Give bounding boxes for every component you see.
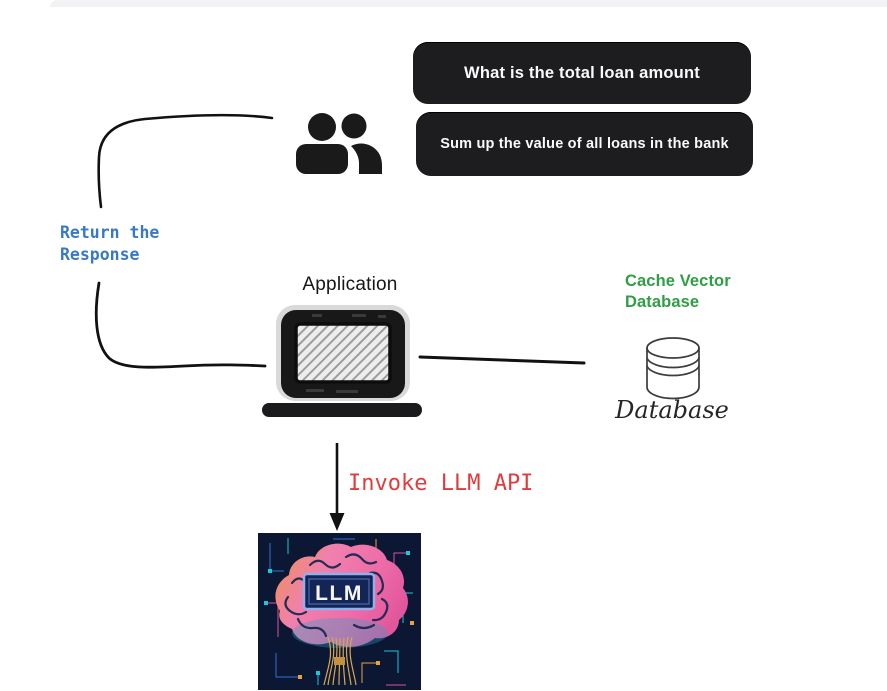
invoke-llm-api-label: Invoke LLM API — [348, 471, 534, 496]
invoke-arrow — [329, 443, 345, 531]
llm-badge-text: LLM — [315, 582, 363, 605]
cache-vector-db-heading: Cache Vector Database — [625, 271, 775, 314]
users-icon — [296, 113, 382, 174]
query-bubble-2-text: Sum up the value of all loans in the ban… — [440, 136, 729, 152]
cache-heading-line2: Database — [625, 293, 700, 312]
return-response-line1: Return the — [60, 223, 160, 242]
return-response-label: Return the Response — [60, 222, 210, 267]
return-arrow-curve-bottom — [94, 281, 267, 369]
cache-heading-line1: Cache Vector — [625, 272, 731, 290]
database-cylinder-icon — [646, 337, 700, 400]
return-arrow-curve-top — [97, 113, 274, 209]
llm-badge: LLM — [302, 572, 376, 611]
query-bubble-2: Sum up the value of all loans in the ban… — [416, 112, 753, 176]
llm-brain-image: LLM — [258, 533, 421, 690]
query-bubble-1-text: What is the total loan amount — [464, 63, 700, 82]
top-edge-band — [50, 0, 887, 7]
laptop-icon — [262, 305, 422, 417]
return-response-line2: Response — [60, 245, 140, 265]
query-bubble-1: What is the total loan amount — [413, 42, 751, 104]
database-caption: Database — [615, 396, 729, 424]
app-db-connector-line — [418, 355, 586, 365]
application-label: Application — [302, 274, 398, 295]
